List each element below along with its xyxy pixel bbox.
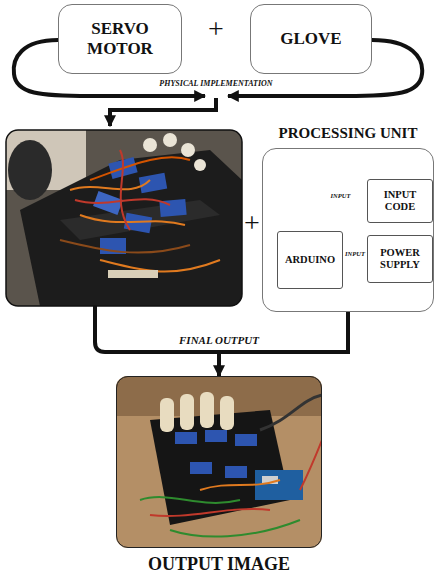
illustration-part — [140, 497, 240, 503]
illustration-part — [116, 376, 322, 416]
illustration-part — [220, 396, 234, 430]
illustration-part — [116, 376, 322, 548]
illustration-part — [260, 395, 322, 430]
heading: OUTPUT IMAGE — [117, 554, 321, 575]
illustration-part — [60, 150, 220, 272]
illustration-part — [190, 462, 212, 474]
annotation: PHYSICAL IMPLEMENTATION — [159, 80, 272, 89]
illustration-part — [143, 138, 157, 152]
controller-box: ARDUINO — [277, 231, 343, 289]
illustration-part — [80, 215, 185, 225]
illustration-part — [170, 520, 300, 537]
photo-frame — [6, 130, 242, 306]
output-photo — [116, 376, 322, 548]
plus-sign: + — [208, 14, 224, 45]
illustration-part — [8, 140, 52, 200]
illustration-part — [60, 240, 190, 253]
illustration-part — [181, 143, 195, 157]
illustration-part — [180, 394, 194, 430]
box-label: GLOVE — [276, 25, 345, 53]
illustration-part — [160, 398, 174, 432]
illustration-part — [300, 440, 322, 490]
illustration-part — [139, 173, 167, 193]
component-box: GLOVE — [250, 4, 372, 74]
edge-label: INPUT — [345, 250, 365, 257]
input-box: POWER SUPPLY — [367, 235, 433, 283]
illustration-part — [200, 392, 214, 428]
output-frame: OUTPUT IMAGE — [116, 376, 322, 548]
box-label: POWER SUPPLY — [368, 245, 432, 273]
illustration-part — [108, 270, 158, 278]
illustration-part — [110, 98, 216, 126]
illustration-part — [90, 157, 190, 180]
illustration-part — [75, 199, 170, 205]
illustration-part — [175, 432, 197, 444]
edge-label: INPUT — [331, 192, 351, 199]
illustration-part — [235, 434, 257, 446]
input-box: INPUT CODE — [367, 179, 433, 223]
heading: PROCESSING UNIT — [263, 125, 433, 142]
illustration-part — [150, 509, 270, 516]
illustration-part — [200, 480, 280, 490]
illustration-part — [120, 150, 130, 230]
illustration-part — [163, 133, 177, 147]
illustration-part — [140, 395, 322, 537]
illustration-part — [225, 466, 247, 478]
glove-photo — [6, 130, 242, 306]
illustration-part — [194, 159, 206, 171]
group-box: PROCESSING UNITINPUT CODEARDUINOPOWER SU… — [262, 148, 434, 312]
illustration-part — [60, 200, 220, 240]
illustration-part — [70, 180, 150, 190]
edge-label: FINAL OUTPUT — [179, 334, 259, 346]
illustration-part — [205, 430, 227, 442]
box-label: ARDUINO — [283, 252, 337, 268]
illustration-part — [6, 130, 242, 306]
plus-sign: + — [244, 208, 260, 239]
illustration-part — [20, 150, 242, 306]
component-box: SERVO MOTOR — [58, 4, 182, 74]
box-label: SERVO MOTOR — [59, 15, 181, 62]
illustration-part — [100, 260, 220, 272]
box-label: INPUT CODE — [368, 187, 432, 215]
